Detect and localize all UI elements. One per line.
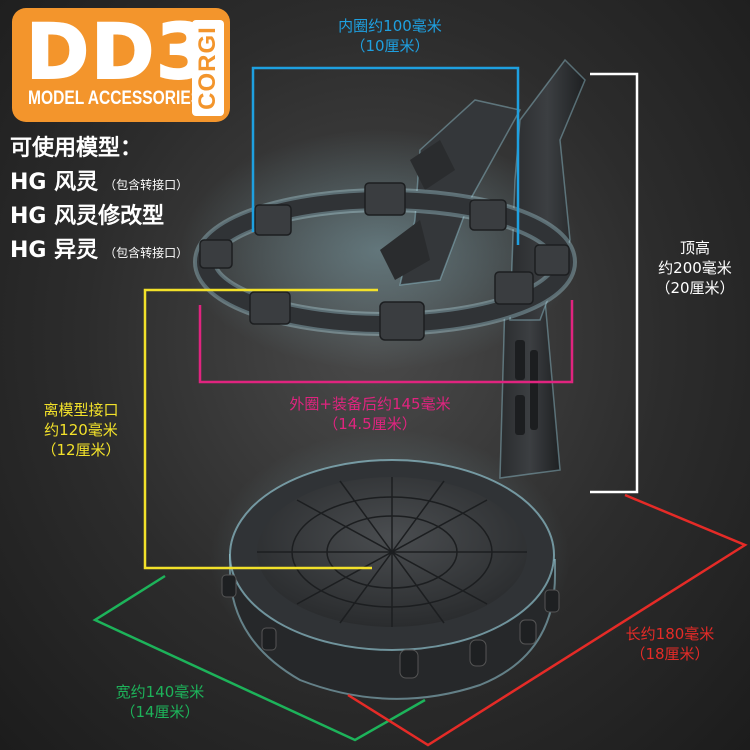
inner-ring-value: 内圈约100毫米 [338, 17, 442, 35]
inner-ring-label: 内圈约100毫米 （10厘米） [300, 16, 480, 56]
length-label: 长约180毫米 （18厘米） [590, 624, 750, 664]
length-cm: （18厘米） [630, 645, 710, 663]
height-cm: （20厘米） [655, 279, 735, 297]
outer-ring-bracket [198, 300, 574, 384]
model-name: HG 风灵修改型 [10, 204, 165, 229]
inner-ring-bracket [251, 66, 520, 245]
interface-title: 离模型接口 [43, 401, 119, 419]
interface-value: 约120毫米 [44, 421, 118, 439]
compatible-model-item: HG 异灵 （包含转接口） [10, 232, 188, 264]
brand-logo: DD3 MODEL ACCESSORIES CORGI [12, 8, 230, 122]
height-value: 约200毫米 [658, 259, 732, 277]
logo-wordmark: DD3 [25, 7, 212, 96]
compatible-model-item: HG 风灵 （包含转接口） [10, 164, 188, 196]
inner-ring-cm: （10厘米） [350, 37, 430, 55]
length-value: 长约180毫米 [625, 625, 715, 643]
compatible-models-title: 可使用模型： [10, 136, 143, 161]
outer-ring-value: 外圈+装备后约145毫米 [289, 395, 451, 413]
interface-bracket [143, 288, 378, 570]
stand-arm [380, 58, 586, 479]
compatible-model-item: HG 风灵修改型 [10, 198, 164, 230]
dimension-lines [92, 66, 748, 747]
length-bracket [347, 493, 748, 747]
height-title: 顶高 [679, 239, 710, 257]
stand-base [221, 459, 560, 700]
height-label: 顶高 约200毫米 （20厘米） [640, 238, 750, 298]
width-value: 宽约140毫米 [115, 683, 205, 701]
interface-cm: （12厘米） [41, 441, 121, 459]
model-name: HG 异灵 [10, 238, 99, 263]
model-note: （包含转接口） [104, 246, 189, 260]
model-name: HG 风灵 [10, 170, 99, 195]
width-cm: （14厘米） [120, 703, 200, 721]
outer-ring-cm: （14.5厘米） [323, 415, 417, 433]
logo-side-label: CORGI [194, 26, 221, 110]
logo-subtitle: MODEL ACCESSORIES [28, 88, 202, 109]
width-label: 宽约140毫米 （14厘米） [70, 682, 250, 722]
model-note: （包含转接口） [104, 178, 189, 192]
logo-side-tab: CORGI [192, 20, 224, 116]
interface-height-label: 离模型接口 约120毫米 （12厘米） [16, 400, 146, 460]
outer-ring-label: 外圈+装备后约145毫米 （14.5厘米） [240, 394, 500, 434]
height-bracket [590, 72, 639, 494]
stand-ring [193, 182, 577, 341]
